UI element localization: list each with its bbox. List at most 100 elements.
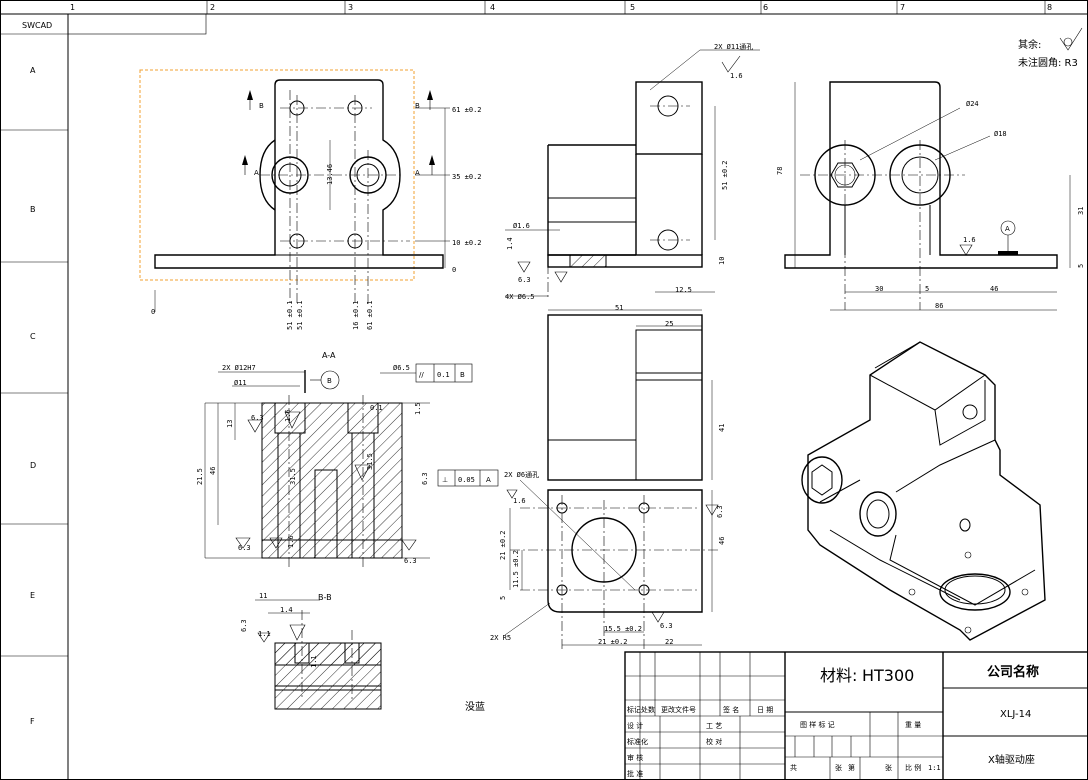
dimension-text: 12.5 [675, 286, 692, 294]
drawing-frame [67, 13, 1088, 780]
dimension-text: 61 ±0.2 [452, 106, 482, 114]
dimension-text: 6.3 [518, 276, 531, 284]
right-view: Ø24 Ø18 1.6 A 78 31 5 30 5 46 86 [776, 81, 1085, 311]
title-block: 标记 处数 更改文件号 签 名 日 期 设 计 标准化 审 核 批 准 工 艺 … [624, 651, 1088, 780]
dimension-text: 2X Ø12H7 [222, 364, 256, 372]
svg-text:B: B [415, 102, 420, 110]
svg-text:批 准: 批 准 [627, 769, 643, 778]
dimension-text: 11.5 ±0.2 [512, 550, 520, 588]
zone-letter: B [30, 205, 36, 214]
dimension-text: 46 [718, 537, 726, 545]
dimension-text: 51 ±0.2 [721, 160, 729, 190]
svg-text:设 计: 设 计 [627, 721, 643, 730]
roughness-symbol-icon [1059, 27, 1083, 51]
top-view: 2X Ø6通孔 ⊥ 0.05 A 51 25 41 46 6.3 21 ±0.2… [437, 304, 726, 650]
dimension-text: 31.5 [289, 468, 297, 485]
section-title: B-B [318, 593, 332, 602]
dimension-text: 1.6 [284, 409, 292, 422]
svg-text:10: 10 [718, 257, 726, 265]
svg-text:0.1: 0.1 [437, 371, 450, 379]
drawing-number: XLJ-14 [1000, 709, 1031, 720]
dimension-text: 6.3 [660, 622, 673, 630]
zone-number: 1 [70, 3, 75, 12]
dimension-text: 51 [615, 304, 623, 312]
zone-number: 8 [1047, 3, 1052, 12]
svg-text:日 期: 日 期 [757, 706, 773, 714]
dimension-text: 21 ±0.2 [598, 638, 628, 646]
company-name: 公司名称 [987, 664, 1039, 680]
dimension-text: 10 ±0.2 [452, 239, 482, 247]
dimension-text: Ø24 [966, 100, 979, 108]
svg-text:审 核: 审 核 [627, 753, 643, 762]
svg-text:共: 共 [790, 763, 797, 772]
dimension-text: 6.3 [240, 619, 248, 632]
watermark-text: 没蓝 [465, 701, 485, 713]
dimension-text: 86 [935, 302, 943, 310]
dimension-text: Ø18 [994, 130, 1007, 138]
dimension-text: 16 ±0.1 [352, 300, 360, 330]
dimension-text: 46 [209, 467, 217, 475]
svg-text:B: B [327, 377, 332, 385]
dimension-text: 25 [665, 320, 673, 328]
svg-text:0: 0 [151, 308, 155, 316]
svg-text:签 名: 签 名 [723, 705, 739, 714]
zone-letter: C [30, 332, 36, 341]
dimension-text: 35 ±0.2 [452, 173, 482, 181]
svg-text:0: 0 [452, 266, 456, 274]
dimension-text: 6.3 [716, 505, 724, 518]
dimension-text: 6.3 [421, 472, 429, 485]
zone-letter: D [30, 461, 36, 470]
dimension-text: 1.1 [258, 630, 271, 638]
svg-text:张: 张 [835, 763, 842, 772]
dimension-text: Ø6.5 [393, 364, 410, 372]
svg-text:A: A [415, 169, 420, 177]
zone-number: 2 [210, 3, 215, 12]
svg-text:标记: 标记 [627, 705, 641, 714]
zone-number: 3 [348, 3, 353, 12]
dimension-text: 5 [499, 596, 507, 600]
svg-text:第: 第 [848, 763, 855, 772]
svg-text:比 例: 比 例 [905, 763, 921, 772]
svg-text:6.3: 6.3 [404, 557, 417, 565]
dimension-text: 51 ±0.1 [296, 300, 304, 330]
dimension-text: 46 [990, 285, 998, 293]
dimension-text: 2X Ø11通孔 [714, 42, 753, 51]
top-zone-ticks [206, 0, 1046, 14]
dimension-text: 51 ±0.1 [286, 300, 294, 330]
dimension-text: 78 [776, 167, 784, 175]
svg-text:⊥: ⊥ [442, 476, 448, 484]
tolerance-frame [437, 469, 499, 487]
svg-text:更改文件号: 更改文件号 [661, 705, 696, 714]
part-name: X轴驱动座 [988, 753, 1035, 766]
svg-text:1.1: 1.1 [310, 655, 318, 668]
scale-value: 1:1 [928, 764, 941, 772]
zone-number: 4 [490, 3, 495, 12]
dimension-text: 0.1 [370, 404, 383, 412]
dimension-text: 31 [1077, 207, 1085, 215]
dimension-text: 1.6 [730, 72, 743, 80]
svg-text:图 样 标 记: 图 样 标 记 [800, 720, 835, 729]
roughness-note-line1: 其余: [1018, 38, 1041, 51]
svg-text:处数: 处数 [641, 705, 655, 714]
dimension-text: 2X Ø6通孔 [504, 470, 539, 479]
front-view: B A B A 61 ±0.2 35 ±0.2 10 ±0.2 0 0 51 ±… [139, 69, 482, 330]
roughness-note-line2: 未注圆角: R3 [1018, 56, 1078, 69]
zone-letter: E [30, 591, 35, 600]
svg-text:1.6: 1.6 [287, 535, 295, 548]
section-marker: B [259, 102, 264, 110]
section-bb: B-B 11 1.4 6.3 1.1 1.1 [240, 592, 382, 710]
dimension-text: 13.46 [326, 164, 334, 185]
dimension-text: 6.3 [251, 414, 264, 422]
dimension-text: 22 [665, 638, 673, 646]
svg-text:B: B [460, 371, 465, 379]
isometric-view [801, 341, 1046, 641]
zone-number: 5 [630, 3, 635, 12]
dimension-text: 21.5 [196, 468, 204, 485]
dimension-text: 15.5 ±0.2 [604, 625, 642, 633]
dimension-text: Ø11 [234, 379, 247, 387]
svg-text:A: A [486, 476, 491, 484]
dimension-text: 13 [226, 420, 234, 428]
dimension-text: 41 [718, 424, 726, 432]
dimension-text: 1.6 [963, 236, 976, 244]
zone-letter: F [30, 717, 35, 726]
